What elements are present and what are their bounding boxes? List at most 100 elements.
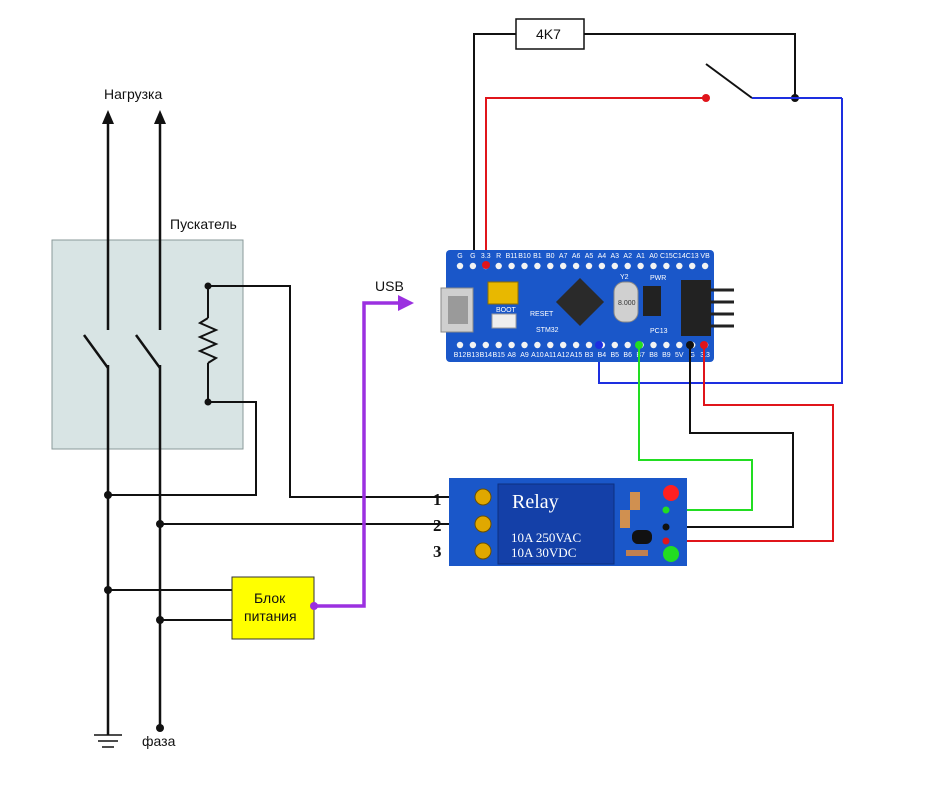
bottom-pin-label: 3.3 [700,352,710,359]
starter-box [51,239,244,450]
phase-label: фаза [142,733,176,749]
resistor-4k7 [515,18,585,50]
relay-green-led [663,546,679,562]
bottom-pin-hole [572,341,580,349]
board-marking-y2: Y2 [620,274,629,281]
top-pin-hole [701,262,709,270]
bottom-pin-hole [585,341,593,349]
relay-red-led [663,485,679,501]
top-pin-label: G [457,253,462,260]
bottom-pin-label: B6 [623,352,632,359]
top-pin-label: B0 [546,253,555,260]
bottom-pin-label: B8 [649,352,658,359]
power-supply-line1: Блок [254,590,286,606]
top-pin-label: G [470,253,475,260]
power-supply-line2: питания [244,608,297,624]
bottom-pin-label: A8 [507,352,516,359]
top-pin-label: B10 [518,253,531,260]
load-label: Нагрузка [104,86,162,102]
top-pin-label: C15 [660,253,673,260]
pin-b4-dot [595,341,603,349]
bottom-pin-hole [624,341,631,349]
usb-label: USB [375,278,404,294]
bottom-pin-label: A9 [520,352,529,359]
starter-coil [197,286,219,402]
switch-contact-dot [702,94,710,102]
top-pin-label: VB [700,253,710,260]
top-pin-label: A0 [649,253,658,260]
top-pin-label: A6 [572,253,581,260]
usb-wire [310,295,414,610]
top-pin-hole [495,262,502,270]
bottom-pin-hole [456,341,464,349]
top-pin-hole [521,262,528,270]
bottom-pin-hole [482,341,489,349]
pin-g-dot [686,341,694,349]
top-pin-hole [469,262,477,270]
power-supply-box [231,576,315,640]
bottom-pin-hole [534,341,541,349]
bottom-pin-hole [469,341,477,349]
load-arrow-left [102,110,114,124]
bottom-pin-hole [611,341,618,349]
top-pin-label: R [496,253,501,260]
bottom-pin-label: B12 [454,352,467,359]
load-arrow-right [154,110,166,124]
bottom-pin-hole [508,341,515,349]
pin-33-top-dot [482,261,490,269]
board-marking-crystal: 8.000 [618,300,636,307]
bottom-pin-hole [676,341,683,349]
relay-module [449,478,687,566]
top-pin-label: C14 [673,253,686,260]
top-pin-label: A1 [636,253,645,260]
bottom-pin-label: B7 [636,352,645,359]
top-wiring [473,33,843,384]
relay-spec-dc: 10A 30VDC [511,545,576,560]
top-pin-hole [585,262,593,270]
top-pin-hole [637,262,644,270]
resistor-label: 4K7 [536,26,561,42]
relay-terminal-1: 1 [433,490,442,509]
board-marking-boot: BOOT [496,307,517,314]
pin-b7-dot [635,341,643,349]
bottom-pin-label: A10 [531,352,544,359]
top-pin-label: 3.3 [481,253,491,260]
starter-contacts [82,334,162,369]
relay-terminal-3: 3 [433,542,442,561]
top-pin-label: A2 [623,253,632,260]
bottom-pin-label: B5 [611,352,620,359]
top-pin-label: A7 [559,253,568,260]
top-pin-hole [534,262,541,270]
top-pin-hole [547,262,554,270]
bottom-pin-label: A12 [557,352,570,359]
bottom-pin-hole [521,341,528,349]
bottom-pin-label: B3 [585,352,594,359]
pin-33-dot [700,341,708,349]
top-pin-label: A4 [598,253,607,260]
bottom-pin-label: A11 [544,352,556,359]
bottom-pin-hole [650,341,657,349]
top-pin-label: A3 [611,253,620,260]
top-pin-label: B1 [533,253,542,260]
board-marking-pwr: PWR [650,275,666,282]
board-relay-wiring [638,345,834,542]
bottom-pin-label: G [689,352,694,359]
board-marking-stm32: STM32 [536,327,559,334]
top-pin-hole [572,262,580,270]
load-lines [106,120,162,735]
top-pin-hole [676,262,683,270]
top-pin-hole [560,262,567,270]
top-pin-hole [689,262,696,270]
bottom-pin-hole [663,341,670,349]
bottom-pin-hole [495,341,502,349]
top-pin-hole [611,262,618,270]
bottom-pin-label: B9 [662,352,671,359]
bottom-pin-hole [547,341,554,349]
relay-terminal-2: 2 [433,516,442,535]
top-pin-hole [624,262,631,270]
bottom-pin-hole [560,341,567,349]
bottom-pin-label: B13 [467,352,480,359]
bottom-pin-label: B14 [480,352,493,359]
